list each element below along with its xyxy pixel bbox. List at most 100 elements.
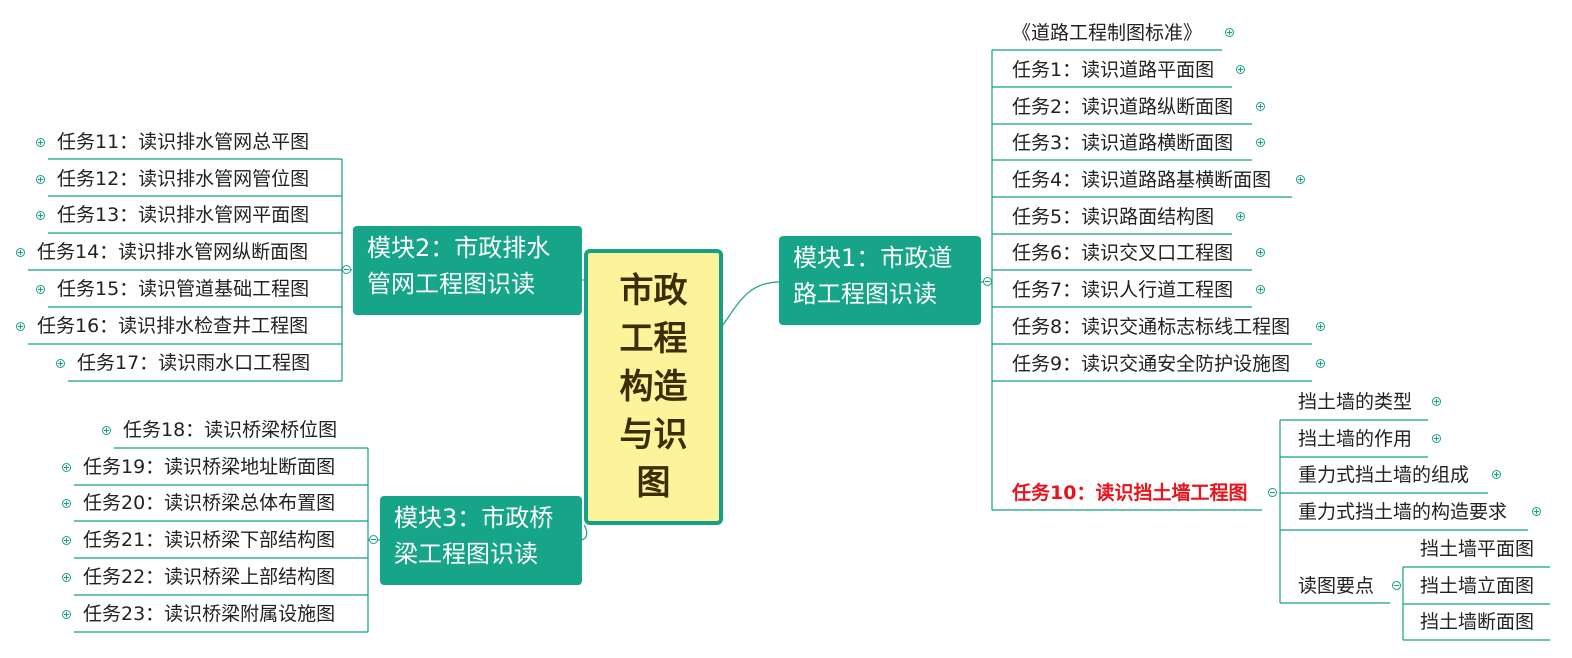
m3-item-label: 任务21：读识桥梁下部结构图 xyxy=(83,529,336,551)
m1-item-label: 任务9：读识交通安全防护设施图 xyxy=(1012,353,1291,375)
m1-item[interactable]: 任务9：读识交通安全防护设施图 xyxy=(1012,351,1290,377)
m3-item-label: 任务19：读识桥梁地址断面图 xyxy=(83,456,336,478)
m1-item[interactable]: 任务3：读识道路横断面图 xyxy=(1012,130,1233,156)
collapse-icon[interactable] xyxy=(369,535,378,544)
task-10-child-label: 挡土墙的类型 xyxy=(1298,391,1413,413)
m2-item-label: 任务11：读识排水管网总平图 xyxy=(57,131,310,153)
m2-item-label: 任务14：读识排水管网纵断面图 xyxy=(37,241,309,263)
expand-icon[interactable] xyxy=(1256,248,1265,257)
expand-icon[interactable] xyxy=(36,211,45,220)
expand-icon[interactable] xyxy=(1316,322,1325,331)
m3-item[interactable]: 任务21：读识桥梁下部结构图 xyxy=(83,527,335,553)
m3-item[interactable]: 任务18：读识桥梁桥位图 xyxy=(123,417,337,443)
m1-item[interactable]: 《道路工程制图标准》 xyxy=(1012,20,1202,46)
central-topic[interactable]: 市政工程构造与识图 xyxy=(584,249,723,525)
collapse-icon[interactable] xyxy=(342,265,351,274)
expand-icon[interactable] xyxy=(16,322,25,331)
m2-item[interactable]: 任务13：读识排水管网平面图 xyxy=(57,202,309,228)
expand-icon[interactable] xyxy=(62,573,71,582)
m1-item[interactable]: 任务1：读识道路平面图 xyxy=(1012,57,1214,83)
expand-icon[interactable] xyxy=(62,463,71,472)
expand-icon[interactable] xyxy=(1256,102,1265,111)
task-10-child[interactable]: 挡土墙的类型 xyxy=(1298,389,1412,415)
collapse-icon[interactable] xyxy=(1268,488,1277,497)
m2-item[interactable]: 任务17：读识雨水口工程图 xyxy=(77,350,310,376)
m1-item-label: 任务6：读识交叉口工程图 xyxy=(1012,242,1234,264)
m1-item[interactable]: 任务5：读识路面结构图 xyxy=(1012,204,1214,230)
expand-icon[interactable] xyxy=(1432,397,1441,406)
reading-child[interactable]: 挡土墙平面图 xyxy=(1420,536,1534,562)
expand-icon[interactable] xyxy=(36,175,45,184)
m1-item[interactable]: 任务6：读识交叉口工程图 xyxy=(1012,240,1233,266)
m2-item-label: 任务12：读识排水管网管位图 xyxy=(57,168,310,190)
reading-child-label: 挡土墙立面图 xyxy=(1420,575,1535,597)
m3-item[interactable]: 任务23：读识桥梁附属设施图 xyxy=(83,601,335,627)
expand-icon[interactable] xyxy=(1256,285,1265,294)
m2-item[interactable]: 任务15：读识管道基础工程图 xyxy=(57,276,309,302)
expand-icon[interactable] xyxy=(56,359,65,368)
m3-item[interactable]: 任务22：读识桥梁上部结构图 xyxy=(83,564,335,590)
expand-icon[interactable] xyxy=(1296,175,1305,184)
expand-icon[interactable] xyxy=(1316,359,1325,368)
expand-icon[interactable] xyxy=(1432,434,1441,443)
task-10-child[interactable]: 重力式挡土墙的构造要求 xyxy=(1298,499,1507,525)
module-2-label: 模块2：市政排水管网工程图识读 xyxy=(367,234,551,298)
m1-item[interactable]: 任务4：读识道路路基横断面图 xyxy=(1012,167,1271,193)
task-10-child[interactable]: 挡土墙的作用 xyxy=(1298,426,1412,452)
expand-icon[interactable] xyxy=(1532,507,1541,516)
module-1-label: 模块1：市政道路工程图识读 xyxy=(793,244,953,308)
collapse-icon[interactable] xyxy=(983,277,992,286)
expand-icon[interactable] xyxy=(36,285,45,294)
m2-item[interactable]: 任务16：读识排水检查井工程图 xyxy=(37,313,308,339)
task-10-label: 任务10：读识挡土墙工程图 xyxy=(1012,482,1248,504)
collapse-icon[interactable] xyxy=(1392,581,1401,590)
m3-item-label: 任务20：读识桥梁总体布置图 xyxy=(83,492,336,514)
reading-child-label: 挡土墙平面图 xyxy=(1420,538,1535,560)
reading-child[interactable]: 挡土墙立面图 xyxy=(1420,573,1534,599)
m1-item[interactable]: 任务2：读识道路纵断面图 xyxy=(1012,94,1233,120)
m3-item[interactable]: 任务19：读识桥梁地址断面图 xyxy=(83,454,335,480)
expand-icon[interactable] xyxy=(1236,65,1245,74)
m3-item[interactable]: 任务20：读识桥梁总体布置图 xyxy=(83,490,335,516)
task-10-child-label: 挡土墙的作用 xyxy=(1298,428,1413,450)
reading-points-label: 读图要点 xyxy=(1298,575,1375,597)
task-10-child-label: 重力式挡土墙的组成 xyxy=(1298,464,1470,486)
m3-item-label: 任务18：读识桥梁桥位图 xyxy=(123,419,338,441)
module-2-node[interactable]: 模块2：市政排水管网工程图识读 xyxy=(353,226,582,315)
m2-item[interactable]: 任务12：读识排水管网管位图 xyxy=(57,166,309,192)
m1-item-label: 任务7：读识人行道工程图 xyxy=(1012,279,1234,301)
task-10-child[interactable]: 重力式挡土墙的组成 xyxy=(1298,462,1469,488)
m2-item-label: 任务15：读识管道基础工程图 xyxy=(57,278,310,300)
m2-item-label: 任务17：读识雨水口工程图 xyxy=(77,352,311,374)
m1-item-label: 任务2：读识道路纵断面图 xyxy=(1012,96,1234,118)
m3-item-label: 任务22：读识桥梁上部结构图 xyxy=(83,566,336,588)
reading-child[interactable]: 挡土墙断面图 xyxy=(1420,609,1534,635)
expand-icon[interactable] xyxy=(102,426,111,435)
m1-item-label: 任务1：读识道路平面图 xyxy=(1012,59,1215,81)
m1-item-label: 《道路工程制图标准》 xyxy=(1012,22,1203,44)
expand-icon[interactable] xyxy=(16,248,25,257)
module-3-node[interactable]: 模块3：市政桥梁工程图识读 xyxy=(380,496,582,585)
expand-icon[interactable] xyxy=(62,610,71,619)
m1-item-label: 任务3：读识道路横断面图 xyxy=(1012,132,1234,154)
expand-icon[interactable] xyxy=(1236,212,1245,221)
task-10-node[interactable]: 任务10：读识挡土墙工程图 xyxy=(1012,480,1247,506)
m2-item-label: 任务13：读识排水管网平面图 xyxy=(57,204,310,226)
m1-item[interactable]: 任务8：读识交通标志标线工程图 xyxy=(1012,314,1290,340)
task-10-child-label: 重力式挡土墙的构造要求 xyxy=(1298,501,1508,523)
reading-points-node[interactable]: 读图要点 xyxy=(1298,573,1374,599)
expand-icon[interactable] xyxy=(1225,28,1234,37)
m2-item[interactable]: 任务11：读识排水管网总平图 xyxy=(57,129,309,155)
expand-icon[interactable] xyxy=(62,499,71,508)
m1-item-label: 任务5：读识路面结构图 xyxy=(1012,206,1215,228)
expand-icon[interactable] xyxy=(62,536,71,545)
expand-icon[interactable] xyxy=(1256,138,1265,147)
expand-icon[interactable] xyxy=(36,138,45,147)
m2-item-label: 任务16：读识排水检查井工程图 xyxy=(37,315,309,337)
module-1-node[interactable]: 模块1：市政道路工程图识读 xyxy=(779,236,981,325)
m2-item[interactable]: 任务14：读识排水管网纵断面图 xyxy=(37,239,308,265)
expand-icon[interactable] xyxy=(1492,470,1501,479)
m1-item-label: 任务8：读识交通标志标线工程图 xyxy=(1012,316,1291,338)
m1-item[interactable]: 任务7：读识人行道工程图 xyxy=(1012,277,1233,303)
